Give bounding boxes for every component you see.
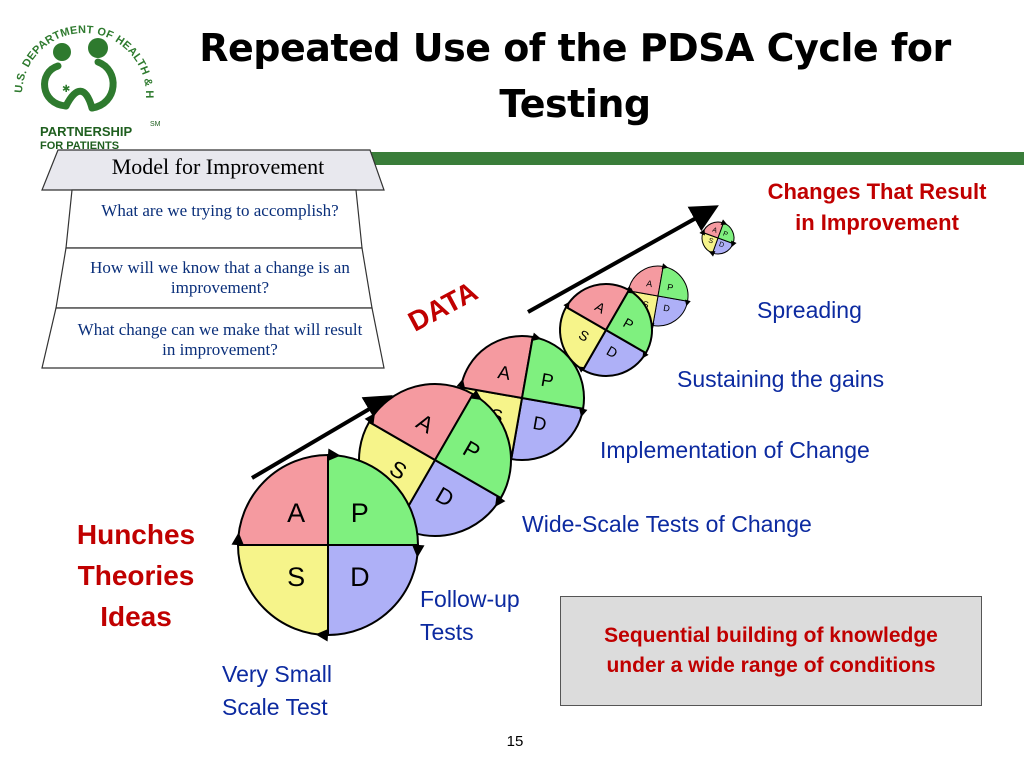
pdsa-letter-plan: P	[722, 231, 729, 239]
very-small-label: Very Small Scale Test	[222, 661, 332, 720]
cycle-arrowhead	[456, 378, 466, 389]
cycle-arrowhead	[364, 413, 375, 425]
cycle-arrowhead	[411, 544, 425, 558]
cycle-arrowhead	[495, 495, 506, 507]
follow-up-label: Follow-up Tests	[420, 586, 520, 645]
slide-title: Repeated Use of the PDSA Cycle for Testi…	[150, 20, 1000, 132]
pdsa-quadrant-act	[236, 453, 329, 546]
mfi-question-1: What are we trying to accomplish?	[101, 201, 339, 220]
pdsa-quadrant-do	[327, 544, 420, 637]
pdsa-letter-do: D	[350, 562, 370, 592]
title-divider	[370, 152, 1024, 165]
logo-sm: SM	[150, 121, 161, 128]
cycle-arrowhead	[731, 240, 737, 248]
pdsa-letter-plan: P	[351, 498, 369, 528]
cycle-arrowhead	[531, 332, 542, 342]
spreading-label: Spreading	[757, 297, 862, 323]
cycle-arrowhead	[315, 628, 329, 642]
model-for-improvement-header: Model for Improvement	[111, 154, 325, 179]
cycle-arrowhead	[699, 228, 705, 236]
pdsa-letter-study: S	[707, 237, 714, 245]
logo-figures-icon	[41, 38, 117, 112]
pdsa-letter-act: A	[646, 278, 654, 289]
cycle-arrowhead	[470, 389, 482, 400]
cycle-arrowhead	[642, 351, 649, 359]
progress-arrow-lower	[250, 395, 393, 480]
page-number: 15	[506, 733, 524, 750]
mfi-question-3: What change can we make that will result…	[77, 320, 363, 359]
pdsa-letter-act: A	[287, 498, 305, 528]
wide-scale-label: Wide-Scale Tests of Change	[522, 511, 812, 537]
pdsa-letter-do: D	[718, 241, 725, 249]
hunches-label: Hunches Theories Ideas	[76, 519, 196, 632]
title-line-1: Repeated Use of the PDSA Cycle for	[199, 26, 951, 70]
logo-star-icon: ✱	[62, 84, 70, 95]
cycle-arrowhead	[708, 251, 716, 257]
partnership-for-patients-logo: U.S. DEPARTMENT OF HEALTH & HUMAN SERVIC…	[0, 0, 178, 150]
pdsa-quadrant-act	[459, 335, 534, 400]
logo-line2: FOR PATIENTS	[40, 140, 119, 150]
cycle-arrowhead	[563, 301, 570, 309]
cycle-arrowhead	[720, 219, 728, 225]
pdsa-letter-plan: P	[539, 369, 555, 392]
pdsa-letter-study: S	[287, 562, 305, 592]
cycle-arrowhead	[627, 287, 635, 294]
cycle-arrowhead	[327, 448, 341, 462]
cycle-arrowhead	[578, 407, 588, 418]
cycle-arrowhead	[231, 532, 245, 546]
pdsa-letter-act: A	[711, 227, 718, 235]
title-line-2: Testing	[499, 82, 651, 126]
sequential-building-text: Sequential building of knowledge under a…	[604, 624, 938, 677]
mfi-question-2: How will we know that a change is an imp…	[90, 258, 350, 297]
pdsa-quadrant-plan	[433, 392, 512, 500]
pdsa-letter-do: D	[531, 412, 548, 435]
logo-line1: PARTNERSHIP	[40, 124, 133, 139]
cycle-arrowhead	[577, 366, 585, 373]
pdsa-letter-act: A	[496, 361, 512, 384]
cycle-arrowhead	[684, 299, 691, 307]
changes-result-label: Changes That Result in Improvement	[767, 179, 987, 235]
pdsa-letter-do: D	[663, 303, 672, 314]
cycle-arrowhead	[661, 263, 669, 270]
pdsa-letter-plan: P	[666, 282, 674, 293]
sustaining-label: Sustaining the gains	[677, 366, 885, 392]
pdsa-letter-study: S	[642, 299, 650, 310]
progress-arrow-upper	[527, 205, 719, 314]
pdsa-quadrant-plan	[327, 453, 420, 546]
pdsa-quadrant-study	[236, 544, 329, 637]
pdsa-quadrant-act	[367, 383, 475, 462]
implementation-label: Implementation of Change	[600, 437, 870, 463]
pdsa-cycle: D S A P	[231, 448, 425, 642]
sequential-building-box: Sequential building of knowledge under a…	[560, 596, 982, 706]
